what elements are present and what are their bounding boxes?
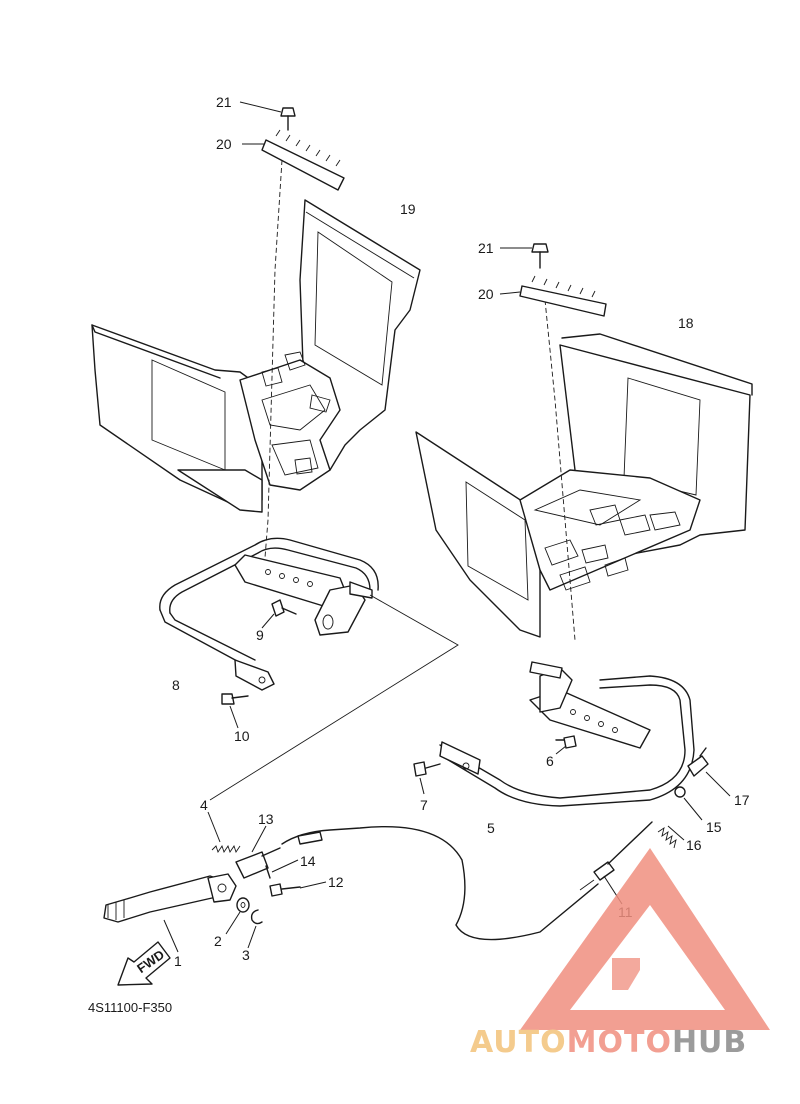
callout-1: 1: [174, 953, 182, 969]
clip-3: [247, 909, 263, 949]
fwd-arrow-icon: FWD: [117, 941, 171, 986]
callout-18: 18: [678, 315, 694, 331]
bolt-6: [555, 735, 577, 755]
watermark-hub: HUB: [672, 1025, 747, 1060]
callout-12: 12: [328, 874, 344, 890]
callout-9: 9: [256, 627, 264, 643]
callout-5: 5: [487, 820, 495, 836]
watermark-triangle-icon: [520, 848, 770, 1030]
callout-8: 8: [172, 677, 180, 693]
right-footpeg-plate: [499, 275, 607, 317]
spring-16: [657, 825, 685, 849]
callout-20-left: 20: [216, 136, 232, 152]
watermark-moto: MOTO: [567, 1025, 672, 1060]
diagram-code: 4S11100-F350: [88, 1000, 172, 1015]
bolt-7: [413, 761, 441, 795]
pin-14: [265, 859, 299, 879]
bolt-10: [221, 693, 249, 729]
right-bolt: [500, 243, 549, 269]
callout-16: 16: [686, 837, 702, 853]
left-bolt: [239, 101, 296, 131]
callout-2: 2: [214, 933, 222, 949]
collar-15: [674, 786, 703, 821]
callout-3: 3: [242, 947, 250, 963]
callout-15: 15: [706, 819, 722, 835]
callout-13: 13: [258, 811, 274, 827]
callout-7: 7: [420, 797, 428, 813]
washer-2: [225, 897, 250, 935]
bolt-9: [261, 599, 297, 629]
watermark-auto: AUTO: [470, 1025, 567, 1060]
bracket-17: [687, 747, 731, 797]
callout-20-right: 20: [478, 286, 494, 302]
callout-19: 19: [400, 201, 416, 217]
watermark-logo: AUTOMOTOHUB: [470, 848, 770, 1060]
right-footrest-assembly: [415, 299, 753, 641]
callout-6: 6: [546, 753, 554, 769]
callout-21-left: 21: [216, 94, 232, 110]
clevis-13: [235, 825, 281, 879]
callout-14: 14: [300, 853, 316, 869]
right-bracket: [439, 661, 695, 807]
callout-4: 4: [200, 797, 208, 813]
watermark-text: AUTOMOTOHUB: [470, 1025, 747, 1060]
left-footrest-assembly: [91, 159, 421, 571]
brake-cable: [281, 821, 653, 941]
bolt-12: [269, 881, 327, 897]
left-footpeg-plate: [242, 129, 345, 191]
callout-10: 10: [234, 728, 250, 744]
callout-21-right: 21: [478, 240, 494, 256]
brake-pedal: [103, 873, 237, 953]
left-bracket: [159, 537, 459, 801]
callout-17: 17: [734, 792, 750, 808]
spring-4: [207, 811, 241, 854]
